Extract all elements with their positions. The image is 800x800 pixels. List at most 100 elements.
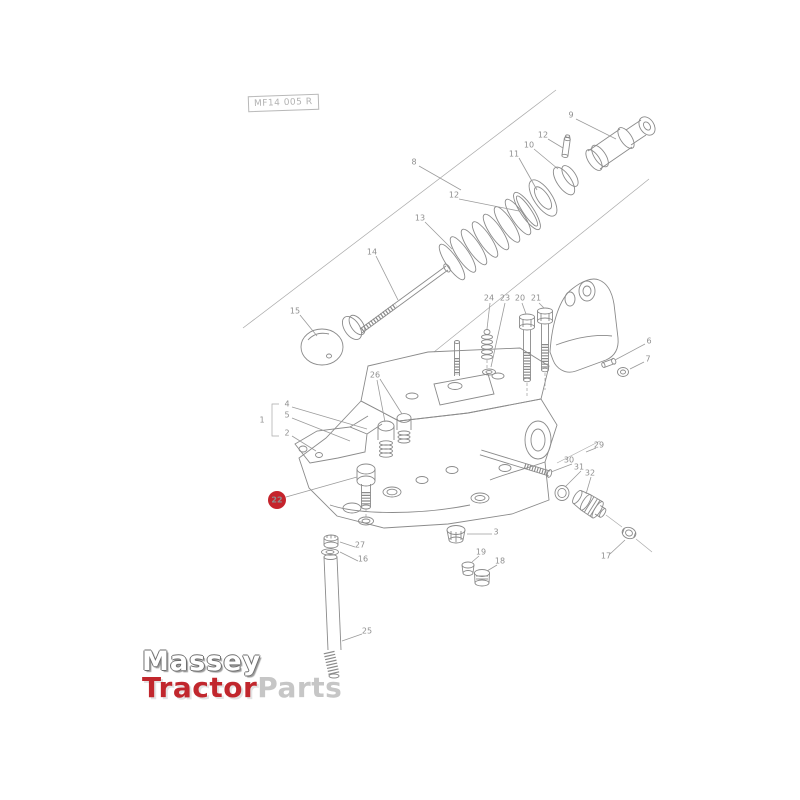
part-callout-5: 5 <box>284 411 289 420</box>
part-callout-10: 10 <box>524 141 534 150</box>
leader-line <box>547 138 564 149</box>
hex-bolt <box>537 307 553 390</box>
part-callout-14: 14 <box>367 248 377 257</box>
part-callout-11: 11 <box>509 150 519 159</box>
highlighted-part-badge[interactable] <box>268 491 286 509</box>
part-callout-25: 25 <box>362 627 372 636</box>
leader-line <box>339 541 356 548</box>
cover-fasteners <box>454 307 553 398</box>
part-callout-3: 3 <box>493 528 498 537</box>
pivot-nut <box>617 367 629 377</box>
knob <box>300 328 344 366</box>
drain-plug <box>446 525 466 544</box>
construction-lines <box>242 89 650 353</box>
part-callout-26: 26 <box>370 371 380 380</box>
part-callout-6: 6 <box>646 337 651 346</box>
pivot-pin <box>601 357 617 368</box>
leader-line <box>575 118 617 140</box>
part-callout-22[interactable]: 22 <box>271 496 282 505</box>
leader-line <box>538 302 545 309</box>
leader-line <box>564 470 582 488</box>
watermark-parts: Parts <box>257 670 343 704</box>
part-callout-23: 23 <box>500 294 510 303</box>
leader-line <box>550 463 573 473</box>
watermark: Massey TractorParts <box>142 646 342 701</box>
stud-spring <box>481 329 493 368</box>
leader-line <box>376 379 386 423</box>
leader-line <box>341 633 363 642</box>
part-callout-32: 32 <box>585 469 595 478</box>
valve-plug-b <box>396 413 412 444</box>
small-fitting-18 <box>474 569 490 587</box>
part-callout-9: 9 <box>568 111 573 120</box>
part-callout-15: 15 <box>290 307 300 316</box>
leader-line <box>379 378 403 415</box>
leader-line <box>614 343 646 361</box>
part-callout-24: 24 <box>484 294 494 303</box>
lift-arm <box>549 278 619 373</box>
leader-line <box>458 198 520 212</box>
drawing-reference-label: MF14 005 R <box>247 93 319 113</box>
part-callout-19: 19 <box>476 548 486 557</box>
leader-line <box>490 302 506 368</box>
leader-line <box>521 302 527 315</box>
side-bracket <box>294 415 383 464</box>
retainer-pin <box>561 134 571 158</box>
part-callout-17: 17 <box>601 552 611 561</box>
fitting-body <box>572 490 607 519</box>
plunger-cylinder <box>585 116 656 171</box>
part-callout-8: 8 <box>411 158 416 167</box>
part-callout-13: 13 <box>415 214 425 223</box>
drop-rod-assembly <box>321 534 342 679</box>
small-fitting-19 <box>461 561 475 576</box>
leader-line <box>299 314 318 337</box>
leader-line <box>486 564 498 572</box>
watermark-brand: TractorParts <box>142 673 342 701</box>
threaded-rod <box>359 263 451 334</box>
valve-fitting-group <box>479 440 653 553</box>
leader-line <box>533 148 559 170</box>
part-callout-31: 31 <box>574 463 584 472</box>
stud <box>479 449 553 478</box>
end-nut <box>621 526 637 540</box>
part-callout-12: 12 <box>538 131 548 140</box>
part-callout-16: 16 <box>358 555 368 564</box>
main-spring <box>438 198 532 281</box>
threaded-stud <box>454 340 460 376</box>
anchor-bolt <box>356 463 376 526</box>
leader-line <box>585 447 597 453</box>
leader-line <box>339 551 359 562</box>
leader-line <box>424 221 453 250</box>
part-callout-12: 12 <box>449 191 459 200</box>
leader-line <box>291 417 351 442</box>
part-callout-29: 29 <box>594 441 604 450</box>
part-callout-30: 30 <box>564 456 574 465</box>
part-callout-7: 7 <box>645 355 650 364</box>
leader-line <box>518 157 538 191</box>
watermark-tractor: Tractor <box>142 670 258 704</box>
leader-line <box>629 361 645 370</box>
leader-line <box>418 165 462 191</box>
leader-line <box>285 476 358 498</box>
leader-line <box>291 406 368 430</box>
leader-line <box>291 435 317 452</box>
watermark-massey: Massey <box>142 646 262 677</box>
group-bracket-1 <box>271 403 279 437</box>
part-callout-1: 1 <box>259 416 264 425</box>
part-callout-21: 21 <box>531 294 541 303</box>
part-callout-4: 4 <box>284 400 289 409</box>
leader-line <box>471 555 480 563</box>
leader-line <box>375 255 399 301</box>
part-callout-20: 20 <box>515 294 525 303</box>
part-callout-18: 18 <box>495 557 505 566</box>
plunger-spring-assembly <box>300 116 656 366</box>
leader-line <box>486 302 491 330</box>
part-callout-27: 27 <box>355 541 365 550</box>
leader-line <box>609 539 626 555</box>
part-callout-2: 2 <box>284 429 289 438</box>
housing-body <box>294 347 558 529</box>
valve-plug-a <box>377 420 395 458</box>
